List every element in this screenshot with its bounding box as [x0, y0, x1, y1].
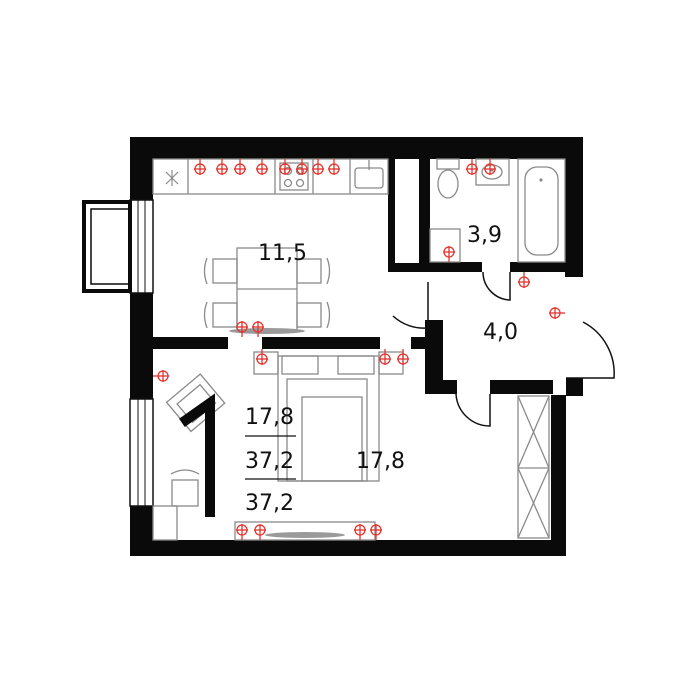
hall-bottom-right-wall	[490, 380, 553, 394]
balcony	[82, 200, 132, 293]
nightstand	[253, 351, 279, 375]
socket-icon	[379, 349, 391, 365]
door-bedroom	[455, 393, 491, 427]
socket-icon	[254, 524, 266, 540]
socket-icon	[279, 159, 291, 175]
partition-kitchen-bedroom-left	[153, 337, 228, 349]
desk-chair	[170, 469, 200, 507]
total-area-with-balcony-value: 37,2	[245, 491, 294, 516]
right-wall-upper	[565, 137, 583, 277]
left-wall-upper	[130, 137, 153, 200]
apartment-summary: 1 17,8 37,2 37,2	[0, 0, 296, 517]
bathroom-bottom-wall-left	[420, 262, 482, 272]
living-area-value: 17,8	[245, 405, 294, 430]
socket-icon	[252, 321, 264, 337]
chair	[212, 302, 238, 328]
socket-icon	[236, 321, 248, 337]
socket-icon	[256, 349, 268, 365]
bedroom-area-label: 17,8	[356, 449, 405, 474]
desk	[152, 505, 178, 541]
bottom-wall	[130, 540, 566, 556]
washbasin-icon	[475, 158, 510, 186]
door-hall-kitchen	[392, 282, 429, 329]
chair	[296, 258, 322, 284]
wardrobe	[517, 395, 550, 539]
partition-kitchen-bedroom-mid	[262, 337, 380, 349]
bedroom-window	[129, 398, 154, 507]
hall-left-wall	[425, 320, 443, 392]
socket-icon	[153, 370, 169, 382]
left-jamb	[130, 393, 153, 399]
socket-icon	[397, 349, 409, 365]
sockets	[153, 159, 565, 540]
socket-icon	[256, 159, 268, 175]
chair	[296, 302, 322, 328]
socket-icon	[484, 159, 496, 175]
socket-icon	[234, 159, 246, 175]
right-wall-lower	[551, 395, 566, 556]
bathroom-cabinet	[429, 228, 461, 263]
bedroom-furniture	[152, 351, 404, 541]
left-wall-middle	[130, 293, 153, 393]
kitchen-counter	[152, 158, 389, 195]
bathroom-left-wall	[420, 152, 430, 272]
bed	[277, 355, 380, 482]
walls	[130, 137, 583, 556]
armchair	[165, 373, 226, 433]
room-count-numeral	[179, 393, 215, 517]
shaft-inner	[395, 159, 419, 263]
bathroom-area-label: 3,9	[467, 223, 502, 248]
room-labels: 11,5 3,9 4,0 17,8	[258, 223, 518, 474]
socket-icon	[518, 272, 530, 288]
tv-icon	[265, 532, 345, 538]
hall-bottom-left-wall	[425, 380, 457, 394]
kitchen-furniture	[152, 158, 389, 334]
tv-icon	[229, 328, 305, 334]
toilet-icon	[436, 158, 460, 199]
socket-icon	[194, 159, 206, 175]
kitchen-sink-icon	[354, 160, 384, 189]
tv-stand	[234, 521, 376, 541]
door-bathroom	[482, 271, 511, 301]
top-wall	[130, 137, 583, 159]
chair	[212, 258, 238, 284]
socket-icon	[370, 524, 382, 540]
right-door-jamb	[566, 378, 583, 396]
socket-icon	[466, 159, 478, 175]
socket-icon	[236, 524, 248, 540]
door-entrance	[566, 321, 615, 379]
total-area-value: 37,2	[245, 449, 294, 474]
kitchen-area-label: 11,5	[258, 241, 307, 266]
room-count-text: 1	[0, 0, 1, 1]
doors	[392, 271, 615, 427]
hood-icon	[165, 170, 179, 186]
socket-icon	[354, 524, 366, 540]
socket-icon	[296, 159, 308, 175]
kitchen-window	[129, 199, 154, 294]
windows	[129, 199, 154, 507]
socket-icon	[216, 159, 228, 175]
socket-icon	[443, 246, 455, 262]
socket-icon	[549, 307, 565, 319]
bathroom-bottom-wall-right	[510, 262, 583, 272]
socket-icon	[328, 159, 340, 175]
hall-area-label: 4,0	[483, 320, 518, 345]
stove-icon	[279, 162, 309, 191]
bathtub-icon	[517, 158, 566, 263]
socket-icon	[312, 159, 324, 175]
